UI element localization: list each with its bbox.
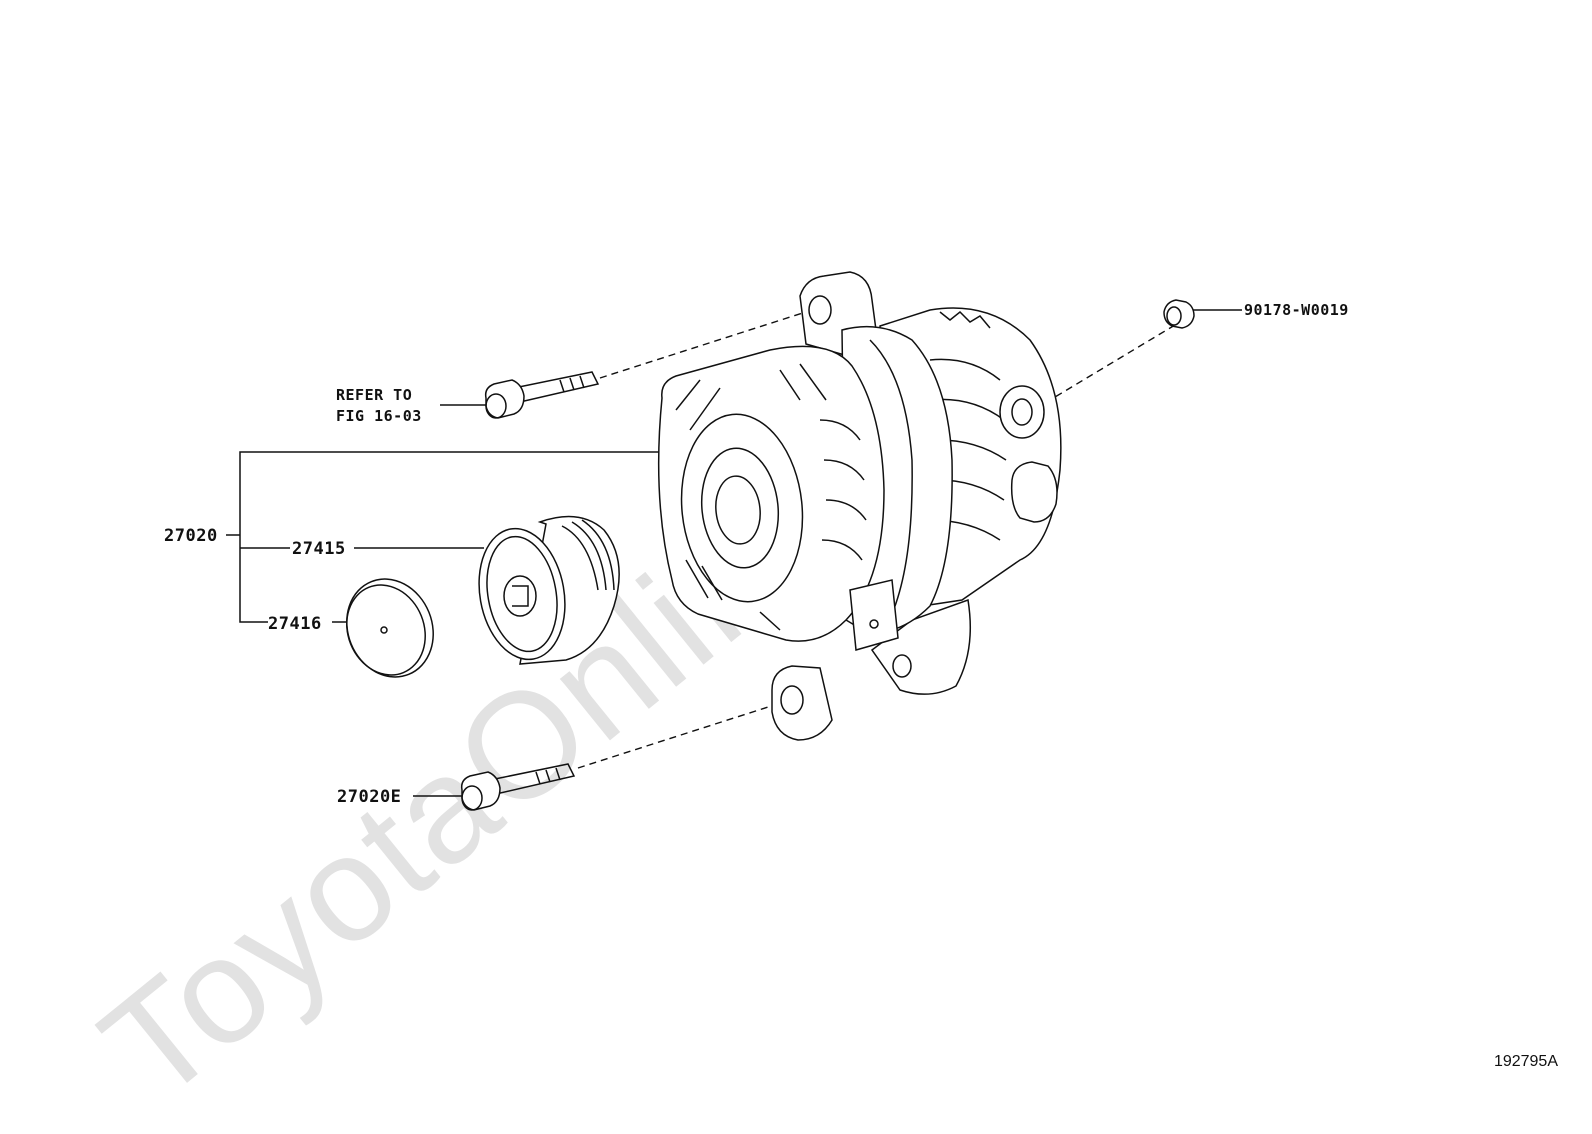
alternator-exploded-diagram — [226, 271, 1242, 811]
part-label-27020e: 27020E — [337, 787, 402, 807]
part-label-27415: 27415 — [292, 539, 346, 559]
assembly-lines — [577, 309, 1176, 769]
nut — [1163, 299, 1195, 329]
part-label-90178: 90178-W0019 — [1244, 301, 1349, 319]
upper-bolt — [484, 371, 600, 419]
part-label-27020: 27020 — [164, 526, 218, 546]
cap — [346, 578, 434, 678]
alternator — [657, 271, 1062, 741]
pulley — [478, 515, 620, 665]
drawing-number: 192795A — [1493, 1053, 1558, 1070]
leader-lines — [226, 309, 1242, 797]
refer-fig-label: FIG 16-03 — [336, 407, 422, 425]
refer-to-label: REFER TO — [336, 386, 413, 404]
part-label-27416: 27416 — [268, 614, 322, 634]
lower-bolt — [460, 763, 576, 811]
